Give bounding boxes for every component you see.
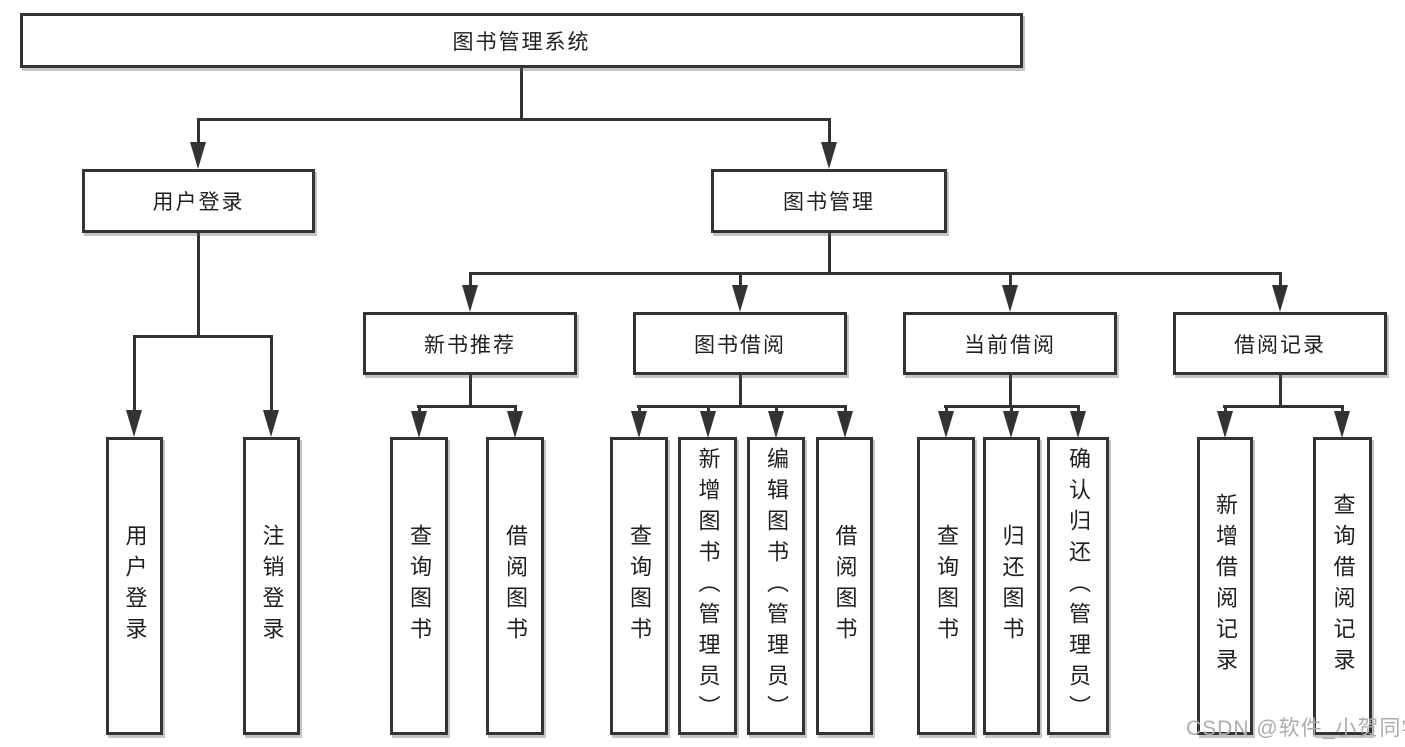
connector-line [1279,375,1282,407]
connector-line [197,118,831,121]
arrow-down-icon [768,411,784,438]
leaf-label: 查询图书 [407,524,432,648]
connector-line [197,233,200,338]
leaf-label: 查询图书 [627,524,652,648]
leaf-edit-books-admin: 编辑图书（管理员） [747,437,805,735]
node-label: 图书借阅 [694,333,786,357]
arrow-down-icon [263,410,279,437]
leaf-query-books-recommend: 查询图书 [390,437,448,735]
node-user-login: 用户登录 [82,169,315,233]
node-label: 图书管理 [783,191,875,214]
leaf-borrow-books-recommend: 借阅图书 [486,437,544,735]
connector-line [775,405,778,414]
arrow-down-icon [1272,285,1288,312]
arrow-down-icon [1003,411,1019,438]
connector-line [417,405,517,408]
leaf-label: 用户登录 [122,524,148,648]
node-label: 新书推荐 [424,333,516,357]
connector-line [520,68,523,118]
connector-line [133,335,136,411]
leaf-user-login: 用户登录 [106,437,163,735]
node-root-label: 图书管理系统 [452,30,591,54]
leaf-query-books-borrow: 查询图书 [610,437,668,735]
node-label: 用户登录 [152,191,245,214]
connector-line [637,405,846,408]
arrow-down-icon [507,411,523,438]
node-current-borrow: 当前借阅 [903,312,1117,375]
connector-line [270,335,273,411]
connector-line [1341,405,1344,414]
leaf-label: 新增图书（管理员） [695,446,721,726]
arrow-down-icon [700,411,716,438]
leaf-label: 归还图书 [999,524,1025,648]
connector-line [469,272,1282,275]
connector-line [1010,405,1013,414]
connector-line [418,405,421,414]
arrow-down-icon [1002,285,1018,312]
leaf-query-books-current: 查询图书 [917,437,975,735]
connector-line [1279,272,1282,288]
arrow-down-icon [190,142,206,169]
connector-line [739,272,742,288]
leaf-label: 新增借阅记录 [1213,493,1238,679]
leaf-logout: 注销登录 [243,437,300,735]
arrow-down-icon [462,285,478,312]
arrow-down-icon [1334,411,1350,438]
connector-line [197,118,200,144]
arrow-down-icon [411,411,427,438]
connector-line [707,405,710,414]
leaf-label: 查询借阅记录 [1330,493,1356,679]
connector-line [638,405,641,414]
arrow-down-icon [938,411,954,438]
connector-line [514,405,517,414]
leaf-label: 借阅图书 [832,524,858,648]
leaf-label: 编辑图书（管理员） [764,446,789,726]
arrow-down-icon [1070,411,1086,438]
connector-line [828,118,831,144]
node-book-management: 图书管理 [711,169,947,233]
node-new-book-recommend: 新书推荐 [363,312,577,375]
leaf-borrow-books: 借阅图书 [816,437,873,735]
leaf-confirm-return-admin: 确认归还（管理员） [1047,437,1109,735]
leaf-query-borrow-record: 查询借阅记录 [1313,437,1372,735]
leaf-add-borrow-record: 新增借阅记录 [1197,437,1253,735]
arrow-down-icon [821,142,837,169]
leaf-label: 注销登录 [259,524,285,648]
leaf-label: 借阅图书 [503,524,528,648]
csdn-watermark: CSDN @软件_小贺同学 [1186,717,1405,740]
connector-line [133,335,273,338]
connector-line [1077,405,1080,414]
node-label: 当前借阅 [964,333,1056,357]
connector-line [739,375,742,407]
arrow-down-icon [837,411,853,438]
arrow-down-icon [126,410,142,437]
arrow-down-icon [631,411,647,438]
connector-line [469,272,472,288]
node-root-system: 图书管理系统 [20,13,1023,68]
connector-line [828,233,831,275]
node-book-borrow: 图书借阅 [633,312,847,375]
leaf-label: 确认归还（管理员） [1066,446,1091,726]
node-label: 借阅记录 [1234,333,1326,357]
connector-line [1224,405,1227,414]
leaf-label: 查询图书 [934,524,959,648]
connector-line [469,375,472,407]
node-borrow-records: 借阅记录 [1173,312,1387,375]
arrow-down-icon [1217,411,1233,438]
connector-line [844,405,847,414]
connector-line [1009,272,1012,288]
connector-line [1009,375,1012,407]
arrow-down-icon [732,285,748,312]
leaf-add-books-admin: 新增图书（管理员） [678,437,737,735]
leaf-return-books: 归还图书 [983,437,1040,735]
connector-line [945,405,948,414]
connector-line [1223,405,1344,408]
